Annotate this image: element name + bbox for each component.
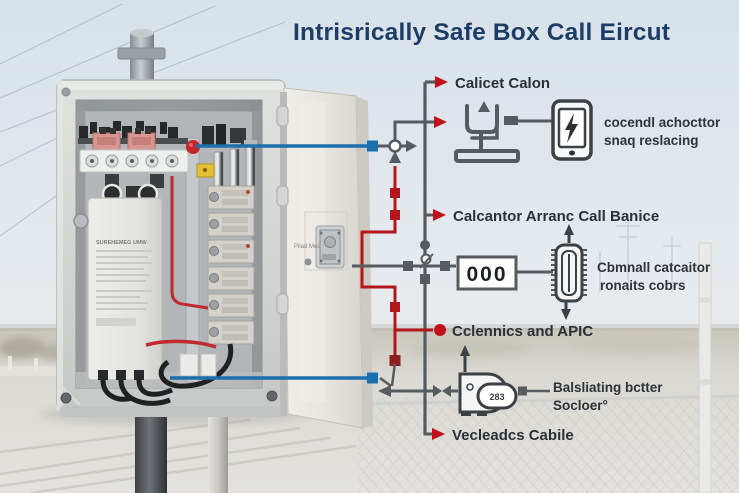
red-arrow-icon [433, 209, 446, 221]
barrier-module: SUREHEMEG UMW [73, 197, 163, 381]
meter-icon [456, 255, 518, 291]
relay-block-pink [92, 128, 121, 154]
coil-caption-line1: Cbmnall catcaitor [597, 260, 711, 275]
door-label: Pilad Med [294, 244, 321, 250]
din-rail [185, 137, 200, 383]
relay-box-white [179, 353, 199, 377]
lightning-bolt-icon [565, 113, 578, 143]
module-label: SUREHEMEG UMW [96, 240, 148, 246]
door-latch [304, 225, 345, 269]
mounting-pole-top [117, 29, 166, 84]
coil-caption-line2: ronaits cobrs [600, 278, 686, 293]
fence-post-right [698, 242, 712, 493]
meter-branch: 000 [352, 253, 553, 291]
switch-contact-icon [420, 253, 432, 265]
dock-icon [454, 101, 553, 163]
bowtie-icon [442, 385, 451, 397]
page-title: Intrisrically Safe Box Call Eircut [293, 19, 670, 46]
mounting-pole-dark [135, 404, 167, 493]
connector-caption-line1: Balsliating bctter [553, 380, 663, 395]
gray-arrow-left-icon [378, 385, 391, 397]
mounting-pole-light [208, 404, 228, 493]
hinge [276, 293, 289, 315]
corner-screw [60, 392, 72, 404]
corner-screw [266, 390, 278, 402]
hinge [276, 105, 289, 127]
connector-caption-line2: Socloer° [553, 398, 608, 413]
arrow-up-icon [478, 101, 490, 112]
yellow-terminal-dot [203, 168, 207, 172]
red-arrow-icon [432, 428, 445, 440]
branch-dock [393, 116, 447, 140]
hinge-strip [280, 92, 287, 416]
red-wire [145, 339, 217, 349]
arrow-up-icon [564, 224, 574, 235]
phone-caption-line1: cocendl achocttor [604, 115, 721, 130]
phone-caption-line2: snaq reslacing [604, 133, 699, 148]
enclosure-interior: SUREHEMEG UMW [73, 121, 257, 406]
coil-icon [551, 224, 587, 320]
internal-cables [100, 176, 234, 406]
fence-mesh [357, 394, 739, 493]
callout-label-top: Calicet Calon [455, 75, 550, 92]
red-wire [170, 176, 209, 310]
terminal-block-column [202, 185, 255, 346]
callout-label-bottom: Vecleadcs Cabile [452, 427, 574, 444]
terminal-strip [79, 149, 189, 173]
red-route [360, 151, 401, 366]
module-screw [73, 213, 89, 229]
connector-icon: 283 [458, 345, 550, 416]
arrow-up-icon [460, 345, 470, 356]
arrow-down-icon [561, 309, 571, 320]
callout-third [395, 324, 446, 336]
red-knob-highlight [189, 143, 193, 147]
red-arrow-icon [434, 116, 447, 128]
gray-arrow-up-icon [389, 151, 401, 163]
callout-label-third: Cclennics and APIC [452, 323, 593, 340]
blue-terminal-square [367, 140, 378, 152]
relay-box-white [200, 353, 217, 377]
blue-terminal-square [367, 372, 378, 384]
enclosure-door: Pilad Med [276, 87, 373, 429]
corner-screw [61, 87, 71, 97]
bowtie-icon [433, 385, 442, 397]
callout-bottom [423, 428, 445, 440]
junction-node-circle [388, 139, 402, 153]
bus-node [420, 240, 430, 250]
background-towers [599, 214, 681, 292]
connector-branch [170, 362, 458, 397]
connector-badge: 283 [489, 392, 504, 402]
callout-label-second: Calcantor Arranc Call Banice [453, 208, 659, 225]
callout-top [425, 76, 448, 88]
phone-icon [551, 99, 593, 161]
gray-arrow-right-icon [406, 140, 417, 152]
red-arrow-icon [435, 76, 448, 88]
callout-second [425, 209, 446, 221]
meter-value: 000 [466, 263, 507, 286]
schematic: 000 [170, 76, 593, 440]
keyhole [304, 258, 312, 266]
red-knob [186, 140, 200, 154]
hinge [276, 185, 289, 207]
red-dot-icon [434, 324, 446, 336]
